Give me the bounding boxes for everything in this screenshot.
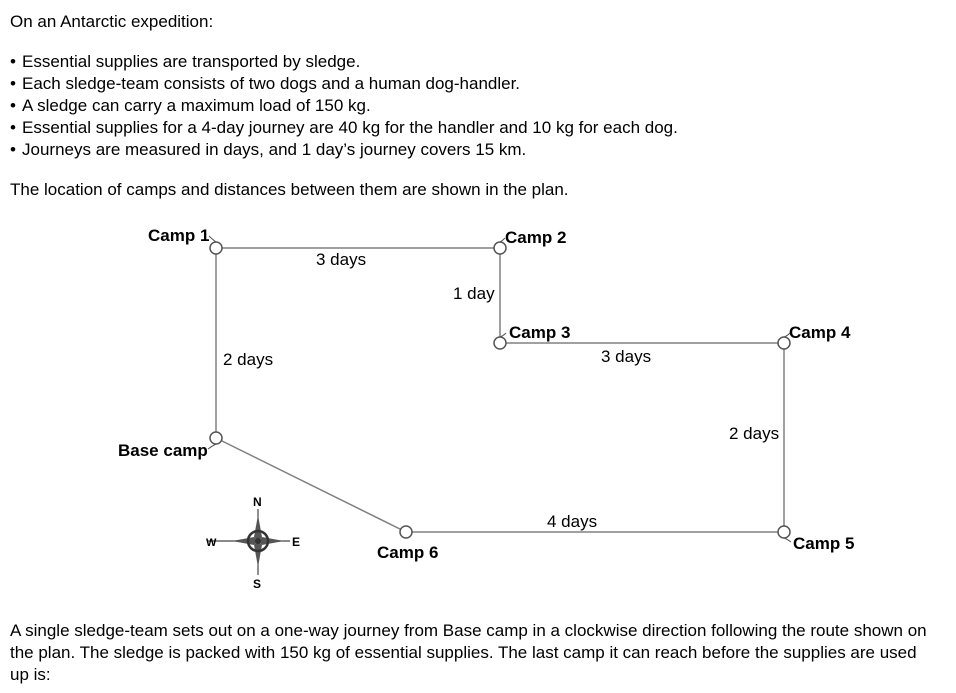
route-camp6-base <box>215 437 407 533</box>
camp2-label: Camp 2 <box>505 228 566 247</box>
camp6-label: Camp 6 <box>377 543 438 562</box>
bullet-item: A sledge can carry a maximum load of 150… <box>10 95 678 117</box>
route-plan-diagram: Camp 1 Camp 2 Camp 3 Camp 4 Camp 5 Camp … <box>118 226 854 591</box>
plan-intro-text: The location of camps and distances betw… <box>10 180 569 199</box>
question-text: A single sledge-team sets out on a one-w… <box>10 621 927 684</box>
bullet-item: Essential supplies are transported by sl… <box>10 51 678 73</box>
bullet-item: Essential supplies for a 4-day journey a… <box>10 117 678 139</box>
conditions-list: Essential supplies are transported by sl… <box>10 51 678 161</box>
compass-rose-icon: N E S W <box>206 495 300 591</box>
bullet-item: Journeys are measured in days, and 1 day… <box>10 139 678 161</box>
camp3-label: Camp 3 <box>509 323 570 342</box>
bullet-item: Each sledge-team consists of two dogs an… <box>10 73 678 95</box>
compass-north: N <box>253 495 262 509</box>
camp3-node <box>493 336 507 350</box>
compass-east: E <box>292 535 300 549</box>
camp1-label: Camp 1 <box>148 226 209 245</box>
distance-camp4-camp5: 2 days <box>729 424 779 443</box>
camp4-label: Camp 4 <box>789 323 851 342</box>
base-camp-label: Base camp <box>118 441 208 460</box>
base-camp-node <box>209 431 223 445</box>
distance-camp3-camp4: 3 days <box>601 347 651 366</box>
camp1-node <box>209 241 223 255</box>
compass-west: W <box>206 537 217 549</box>
distance-camp1-camp2: 3 days <box>316 250 366 269</box>
distance-camp2-camp3: 1 day <box>453 284 495 303</box>
camp5-node <box>777 525 791 539</box>
camp5-label: Camp 5 <box>793 534 854 553</box>
intro-text: On an Antarctic expedition: <box>10 12 214 31</box>
distance-camp5-camp6: 4 days <box>547 512 597 531</box>
compass-south: S <box>253 577 261 591</box>
distance-base-camp1: 2 days <box>223 350 273 369</box>
camp6-node <box>399 525 413 539</box>
